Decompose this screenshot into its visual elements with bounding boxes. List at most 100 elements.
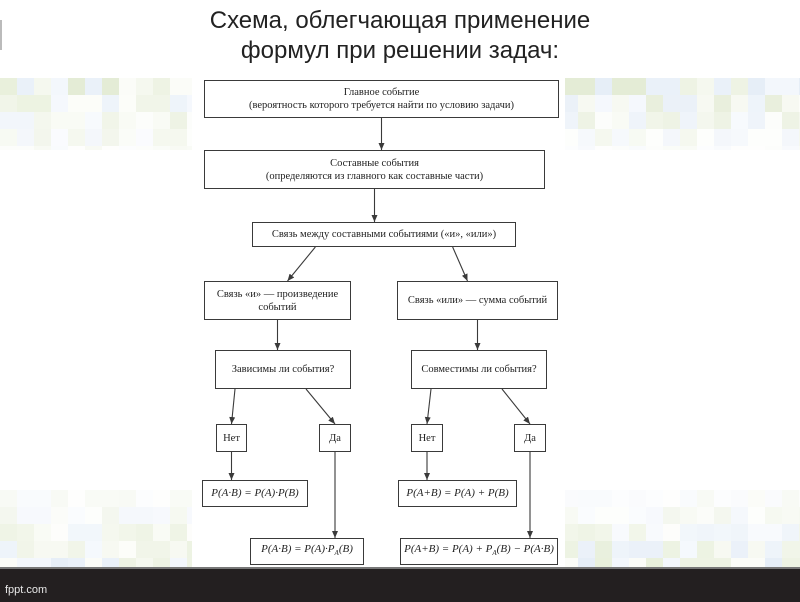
mosaic-tile <box>663 78 680 95</box>
formula-incompatible-text: P(A+B) = P(A) + P(B) <box>406 487 509 499</box>
mosaic-tile <box>765 146 782 150</box>
mosaic-tile <box>765 78 782 95</box>
mosaic-tile <box>765 541 782 558</box>
mosaic-tile <box>153 507 170 524</box>
formula-compatible-events: P(A+B) = P(A) + PA(B) − P(A·B) <box>400 538 558 565</box>
formula-dependent-text: P(A·B) = P(A)·PA(B) <box>261 542 353 558</box>
mosaic-tile <box>663 558 680 567</box>
node-main-event-title: Главное событие <box>343 87 420 98</box>
mosaic-tile <box>578 490 595 507</box>
mosaic-tile <box>170 541 187 558</box>
mosaic-tile <box>85 507 102 524</box>
mosaic-tile <box>663 129 680 146</box>
mosaic-tile <box>595 524 612 541</box>
mosaic-tile <box>561 558 578 567</box>
mosaic-tile <box>782 95 799 112</box>
mosaic-tile <box>680 558 697 567</box>
mosaic-tile <box>136 129 153 146</box>
mosaic-tile <box>714 78 731 95</box>
mosaic-tile <box>561 490 578 507</box>
mosaic-tile <box>17 78 34 95</box>
mosaic-tile <box>595 490 612 507</box>
mosaic-tile <box>136 558 153 567</box>
mosaic-tile <box>697 507 714 524</box>
mosaic-tile <box>102 541 119 558</box>
mosaic-tile <box>629 129 646 146</box>
node-or-yes-text: Да <box>524 432 536 444</box>
mosaic-tile <box>697 112 714 129</box>
mosaic-tile <box>578 507 595 524</box>
mosaic-tile <box>595 112 612 129</box>
mosaic-tile <box>663 490 680 507</box>
node-compatible-question: Совместимы ли события? <box>411 350 547 389</box>
mosaic-tile <box>170 146 187 150</box>
mosaic-tile <box>34 112 51 129</box>
mosaic-tile <box>68 95 85 112</box>
mosaic-tile <box>102 490 119 507</box>
mosaic-tile <box>119 129 136 146</box>
mosaic-tile <box>17 95 34 112</box>
node-compatible-question-text: Совместимы ли события? <box>421 364 537 375</box>
mosaic-tile <box>0 78 17 95</box>
mosaic-tile <box>731 558 748 567</box>
mosaic-tile <box>136 146 153 150</box>
slide-edge-marker <box>0 20 2 50</box>
mosaic-tile <box>68 146 85 150</box>
mosaic-tile <box>119 490 136 507</box>
mosaic-tile <box>748 78 765 95</box>
mosaic-tile <box>612 95 629 112</box>
node-and-yes-text: Да <box>329 432 341 444</box>
mosaic-tile <box>102 129 119 146</box>
node-relation: Связь между составными событиями («и», «… <box>252 222 516 247</box>
mosaic-tile <box>170 129 187 146</box>
mosaic-tile <box>561 541 578 558</box>
node-dependent-question: Зависимы ли события? <box>215 350 351 389</box>
mosaic-tile <box>714 112 731 129</box>
mosaic-tile <box>731 95 748 112</box>
mosaic-tile <box>731 129 748 146</box>
mosaic-tile <box>119 507 136 524</box>
mosaic-tile <box>119 524 136 541</box>
mosaic-tile <box>765 558 782 567</box>
footer-brand-text: fppt.com <box>5 584 48 596</box>
mosaic-tile <box>697 524 714 541</box>
mosaic-tile <box>646 541 663 558</box>
mosaic-tile <box>748 507 765 524</box>
mosaic-tile <box>748 490 765 507</box>
arrow-dependent-question-to-and-yes <box>305 388 336 425</box>
mosaic-tile <box>612 490 629 507</box>
node-and-relation-line-2: событий <box>258 301 297 313</box>
mosaic-tile <box>697 78 714 95</box>
mosaic-tile <box>51 95 68 112</box>
mosaic-tile <box>731 112 748 129</box>
mosaic-tile <box>85 490 102 507</box>
mosaic-tile <box>153 129 170 146</box>
formula-incompatible-events: P(A+B) = P(A) + P(B) <box>398 480 517 507</box>
mosaic-tile <box>748 112 765 129</box>
mosaic-tile <box>51 78 68 95</box>
mosaic-tile <box>68 129 85 146</box>
mosaic-tile <box>102 507 119 524</box>
mosaic-tile <box>136 524 153 541</box>
mosaic-tile <box>561 78 578 95</box>
mosaic-tile <box>680 507 697 524</box>
mosaic-tile <box>697 541 714 558</box>
mosaic-tile <box>748 558 765 567</box>
arrow-relation-to-or-relation <box>452 246 469 282</box>
node-compound-events-title: Составные события <box>330 157 419 169</box>
mosaic-tile <box>714 541 731 558</box>
mosaic-tile <box>170 490 187 507</box>
mosaic-tile <box>119 112 136 129</box>
slide-footer: fppt.com <box>0 567 800 602</box>
mosaic-tile <box>782 78 799 95</box>
mosaic-tile <box>68 78 85 95</box>
mosaic-tile <box>697 146 714 150</box>
mosaic-tile <box>697 558 714 567</box>
mosaic-tile <box>680 78 697 95</box>
mosaic-tile <box>714 558 731 567</box>
mosaic-tile <box>119 95 136 112</box>
mosaic-tile <box>561 129 578 146</box>
mosaic-tile <box>595 507 612 524</box>
mosaic-tile <box>17 524 34 541</box>
